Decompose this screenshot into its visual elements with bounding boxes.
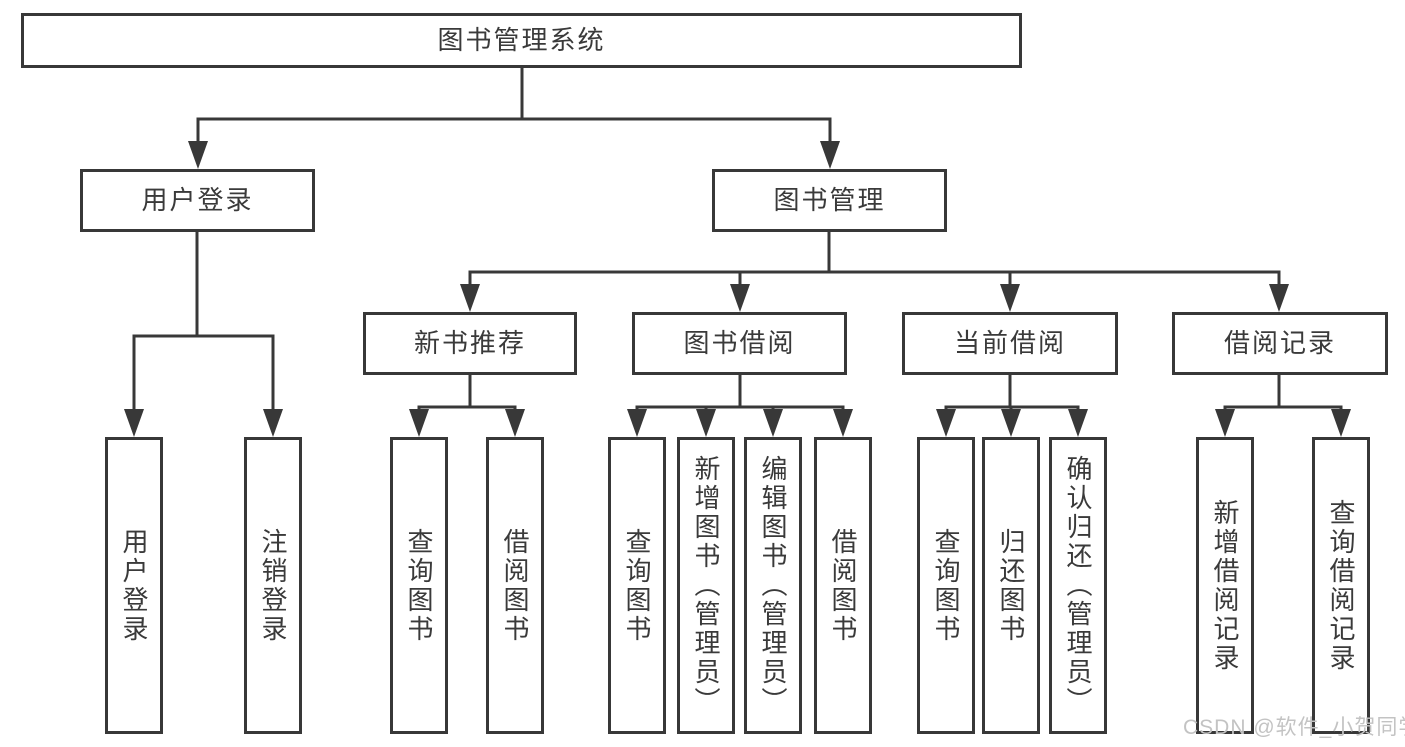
leaf-logout: 注销登录 (244, 437, 302, 734)
leaf-query-borrow-record: 查询借阅记录 (1312, 437, 1370, 734)
arrowhead-icon (730, 284, 750, 312)
leaf-add-borrow-record: 新增借阅记录 (1196, 437, 1254, 734)
leaf-return-books: 归还图书 (982, 437, 1040, 734)
arrowhead-icon (1000, 284, 1020, 312)
node-book-borrow: 图书借阅 (632, 312, 847, 375)
arrowhead-icon (627, 409, 647, 437)
leaf-query-books-3: 查询图书 (917, 437, 975, 734)
arrowhead-icon (936, 409, 956, 437)
leaf-edit-books-admin: 编辑图书（管理员） (744, 437, 802, 734)
csdn-watermark: CSDN @软件_小贺同学 (1183, 716, 1405, 739)
arrowhead-icon (263, 409, 283, 437)
leaf-add-books-admin: 新增图书（管理员） (677, 437, 735, 734)
node-current-borrow: 当前借阅 (902, 312, 1118, 375)
arrowhead-icon (1331, 409, 1351, 437)
arrowhead-icon (409, 409, 429, 437)
leaf-borrow-books-1: 借阅图书 (486, 437, 544, 734)
node-borrow-records: 借阅记录 (1172, 312, 1388, 375)
leaf-query-books-1: 查询图书 (390, 437, 448, 734)
leaf-borrow-books-2: 借阅图书 (814, 437, 872, 734)
node-book-management: 图书管理 (712, 169, 947, 232)
leaf-confirm-return-admin: 确认归还（管理员） (1049, 437, 1107, 734)
arrowhead-icon (460, 284, 480, 312)
leaf-user-login: 用户登录 (105, 437, 163, 734)
arrowhead-icon (124, 409, 144, 437)
node-new-book-recommend: 新书推荐 (363, 312, 577, 375)
node-root: 图书管理系统 (21, 13, 1022, 68)
arrowheads (124, 141, 1351, 437)
arrowhead-icon (763, 409, 783, 437)
leaf-query-books-2: 查询图书 (608, 437, 666, 734)
node-user-login: 用户登录 (80, 169, 315, 232)
arrowhead-icon (1001, 409, 1021, 437)
arrowhead-icon (1215, 409, 1235, 437)
arrowhead-icon (1068, 409, 1088, 437)
arrowhead-icon (188, 141, 208, 169)
arrowhead-icon (1269, 284, 1289, 312)
arrowhead-icon (833, 409, 853, 437)
arrowhead-icon (696, 409, 716, 437)
arrowhead-icon (505, 409, 525, 437)
arrowhead-icon (820, 141, 840, 169)
